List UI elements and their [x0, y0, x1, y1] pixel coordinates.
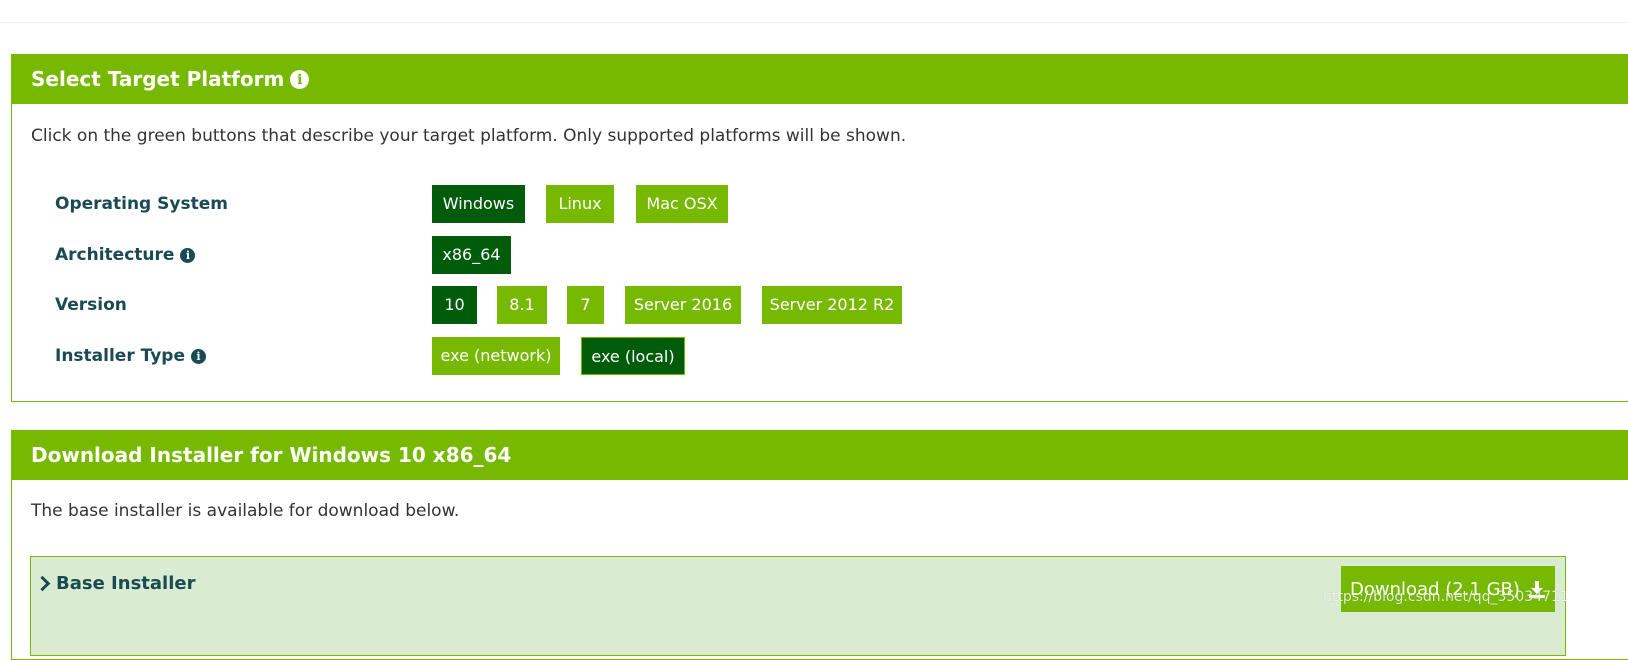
version-button-7[interactable]: 7 [567, 286, 604, 324]
download-button-label: Download (2.1 GB) [1350, 578, 1520, 600]
architecture-label: Architecture i [55, 236, 196, 274]
base-installer-section: Base Installer Download (2.1 GB) [30, 556, 1566, 656]
base-installer-label: Base Installer [56, 573, 196, 594]
download-panel-title: Download Installer for Windows 10 x86_64 [31, 443, 512, 467]
version-button-server-2012-r2[interactable]: Server 2012 R2 [762, 286, 902, 324]
os-label-text: Operating System [55, 194, 228, 214]
installer-type-label: Installer Type i [55, 337, 206, 375]
platform-panel-title: Select Target Platform [31, 67, 285, 91]
os-button-linux[interactable]: Linux [546, 185, 614, 223]
os-button-mac-osx[interactable]: Mac OSX [636, 185, 728, 223]
version-label-text: Version [55, 295, 127, 315]
os-button-windows[interactable]: Windows [432, 185, 525, 223]
os-label: Operating System [55, 185, 228, 223]
base-installer-toggle[interactable]: Base Installer [34, 573, 196, 594]
chevron-right-icon [34, 575, 51, 592]
top-divider [0, 0, 1628, 23]
download-panel-header: Download Installer for Windows 10 x86_64 [12, 431, 1628, 480]
version-label: Version [55, 286, 127, 324]
info-circle-icon[interactable]: i [290, 70, 310, 89]
download-icon [1528, 580, 1546, 598]
platform-description: Click on the green buttons that describe… [31, 126, 907, 146]
architecture-info-icon[interactable]: i [180, 247, 196, 263]
arch-button-x86-64[interactable]: x86_64 [432, 236, 511, 274]
select-target-platform-panel: Select Target Platform i Click on the gr… [11, 54, 1628, 402]
installer-button-exe-network[interactable]: exe (network) [432, 337, 560, 375]
version-button-server-2016[interactable]: Server 2016 [625, 286, 741, 324]
installer-type-info-icon[interactable]: i [191, 348, 206, 364]
installer-type-label-text: Installer Type [55, 346, 185, 366]
download-button[interactable]: Download (2.1 GB) [1341, 566, 1555, 612]
download-description: The base installer is available for down… [31, 501, 460, 521]
architecture-label-text: Architecture [55, 245, 175, 265]
download-installer-panel: Download Installer for Windows 10 x86_64… [11, 430, 1628, 660]
watermark-text: https://blog.csdn.net/qq_35034711 [1323, 589, 1569, 605]
installer-button-exe-local[interactable]: exe (local) [581, 337, 685, 375]
platform-panel-header: Select Target Platform i [12, 55, 1628, 104]
version-button-10[interactable]: 10 [432, 286, 477, 324]
version-button-8-1[interactable]: 8.1 [497, 286, 547, 324]
